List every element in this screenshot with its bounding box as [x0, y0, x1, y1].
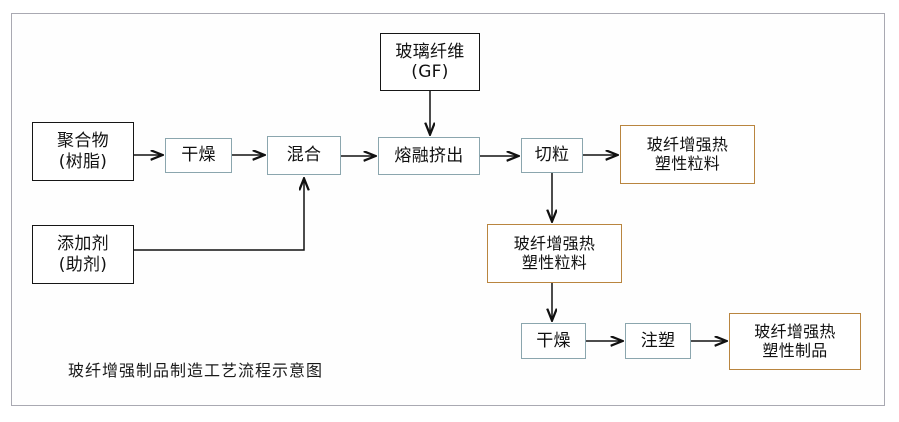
node-drying-second[interactable]: 干燥	[521, 323, 586, 359]
node-drying-first[interactable]: 干燥	[165, 138, 232, 173]
node-gf-reinforced-product[interactable]: 玻纤增强热 塑性制品	[729, 313, 861, 370]
diagram-caption: 玻纤增强制品制造工艺流程示意图	[68, 361, 324, 380]
node-melt-extrusion[interactable]: 熔融挤出	[378, 137, 480, 175]
node-pelletizing[interactable]: 切粒	[521, 138, 583, 173]
node-glass-fiber[interactable]: 玻璃纤维 (GF)	[380, 33, 480, 91]
node-injection-molding[interactable]: 注塑	[625, 323, 691, 359]
node-gf-reinforced-pellet-output[interactable]: 玻纤增强热 塑性粒料	[620, 125, 755, 184]
node-gf-reinforced-pellet-intermediate[interactable]: 玻纤增强热 塑性粒料	[487, 224, 622, 283]
node-additives[interactable]: 添加剂 (助剂)	[32, 225, 134, 284]
node-mixing[interactable]: 混合	[267, 136, 341, 175]
node-polymer-resin[interactable]: 聚合物 (树脂)	[32, 122, 134, 181]
